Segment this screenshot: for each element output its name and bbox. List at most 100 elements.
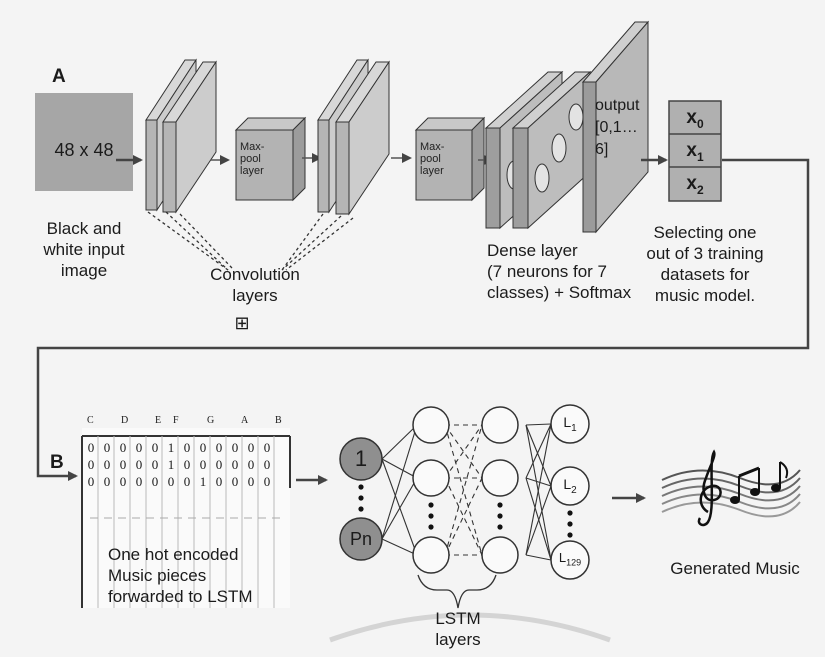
matrix-cell: 0 (247, 457, 255, 472)
expand-icon[interactable]: ⊞ (234, 313, 250, 334)
matrix-caption: One hot encoded Music pieces forwarded t… (108, 544, 288, 607)
maxpool-label-line: pool (420, 153, 441, 165)
matrix-caption-line: Music pieces (108, 566, 207, 585)
output-node-sub: 1 (571, 422, 577, 434)
output-slab (581, 20, 650, 234)
matrix-cell: 0 (199, 457, 207, 472)
conv-dotted-connectors (147, 211, 354, 271)
selector-caption-line: music model. (654, 286, 756, 305)
matrix-cell: 0 (263, 440, 271, 455)
output-node-l2-label: L2 (551, 476, 589, 496)
lstm-hidden-layer-1 (412, 406, 450, 574)
maxpool-label-line: Max- (240, 141, 265, 153)
lstm-recurrent-connections (444, 424, 483, 556)
note-header: C (87, 415, 94, 426)
matrix-cell: 0 (231, 474, 239, 489)
lstm-bracket (417, 574, 497, 609)
lstm-caption-line: layers (435, 630, 481, 649)
matrix-cell: 0 (247, 474, 255, 489)
maxpool-label-2: Max- pool layer (420, 141, 470, 177)
matrix-cell: 0 (167, 474, 175, 489)
selector-caption-line: Selecting one (653, 223, 757, 242)
matrix-cell: 0 (151, 457, 159, 472)
selector-item-sub: 0 (696, 116, 704, 131)
dense-caption-line: classes) + Softmax (487, 283, 632, 302)
selector-item-x2: x2 (669, 173, 721, 197)
lstm-input-nodes (339, 437, 383, 561)
note-header: E (155, 415, 162, 426)
lstm-caption: LSTM layers (418, 608, 498, 650)
matrix-cell: 0 (247, 440, 255, 455)
selector-caption: Selecting one out of 3 training datasets… (630, 222, 780, 306)
note-header: B (275, 415, 282, 426)
panel-a-label: A (52, 66, 66, 87)
maxpool-label-line: layer (420, 165, 444, 177)
matrix-cell: 0 (263, 474, 271, 489)
output-node-sub: 2 (571, 484, 577, 496)
note-header: F (173, 415, 179, 426)
maxpool-label-1: Max- pool layer (240, 141, 290, 177)
matrix-cell: 0 (231, 457, 239, 472)
matrix-cell: 0 (103, 440, 111, 455)
maxpool-box-1 (234, 116, 307, 202)
background-arc (329, 612, 611, 643)
conv-layer-group-2 (317, 58, 390, 216)
lstm-caption-line: LSTM (435, 609, 481, 628)
note-header: G (207, 415, 215, 426)
dense-caption-line: Dense layer (487, 241, 578, 260)
input-caption-line: image (60, 261, 108, 280)
matrix-cell: 0 (263, 457, 271, 472)
matrix-cell: 0 (151, 474, 159, 489)
output-node-base: L (558, 550, 567, 565)
matrix-cell: 1 (167, 457, 175, 472)
input-image-box (35, 93, 133, 191)
lstm-hidden-layer-2 (481, 406, 519, 574)
selector-caption-line: datasets for (660, 265, 750, 284)
matrix-cell: 0 (87, 440, 95, 455)
selector-item-x1: x1 (669, 140, 721, 164)
output-node-l1-label: L1 (551, 414, 589, 434)
matrix-cell: 0 (231, 440, 239, 455)
selector-caption-line: out of 3 training (646, 244, 764, 263)
panel-b-label: B (50, 452, 64, 473)
convolution-caption: Convolution layers (180, 264, 330, 306)
input-size-label: 48 x 48 (54, 140, 114, 160)
input-caption-line: Black and (46, 219, 122, 238)
matrix-column-lines (97, 436, 275, 608)
output-node-sub: 129 (566, 557, 582, 568)
dense-layer-slabs (484, 70, 592, 230)
matrix-cell: 0 (135, 474, 143, 489)
lstm-output-nodes (550, 404, 590, 580)
matrix-cell: 0 (119, 440, 127, 455)
output-label-line: [0,1…6] (595, 119, 638, 158)
conv-layer-group-1 (145, 58, 217, 214)
output-label: output [0,1…6] (595, 95, 651, 161)
selector-item-base: x (686, 173, 697, 194)
matrix-cell: 0 (119, 457, 127, 472)
output-label-line: output (595, 97, 640, 114)
connector-a-to-b (36, 158, 810, 481)
input-node-pn-label: Pn (349, 529, 373, 549)
matrix-cell: 0 (103, 457, 111, 472)
dense-layer-caption: Dense layer (7 neurons for 7 classes) + … (487, 240, 657, 303)
selector-item-base: x (686, 140, 697, 161)
lstm-connections (381, 423, 552, 561)
maxpool-label-line: Max- (420, 141, 445, 153)
input-image-caption: Black and white input image (24, 218, 144, 281)
matrix-cell: 0 (87, 457, 95, 472)
selector-item-sub: 2 (696, 182, 704, 197)
note-header: A (241, 415, 249, 426)
matrix-caption-line: forwarded to LSTM (108, 587, 253, 606)
matrix-cell: 0 (199, 440, 207, 455)
selector-item-x0: x0 (669, 107, 721, 131)
maxpool-box-2 (414, 116, 486, 202)
matrix-cell: 1 (167, 440, 175, 455)
matrix-cell: 0 (183, 474, 191, 489)
matrix-cell: 1 (199, 474, 207, 489)
maxpool-label-line: pool (240, 153, 261, 165)
matrix-cell: 0 (135, 440, 143, 455)
matrix-cell: 0 (151, 440, 159, 455)
matrix-cell: 0 (215, 474, 223, 489)
